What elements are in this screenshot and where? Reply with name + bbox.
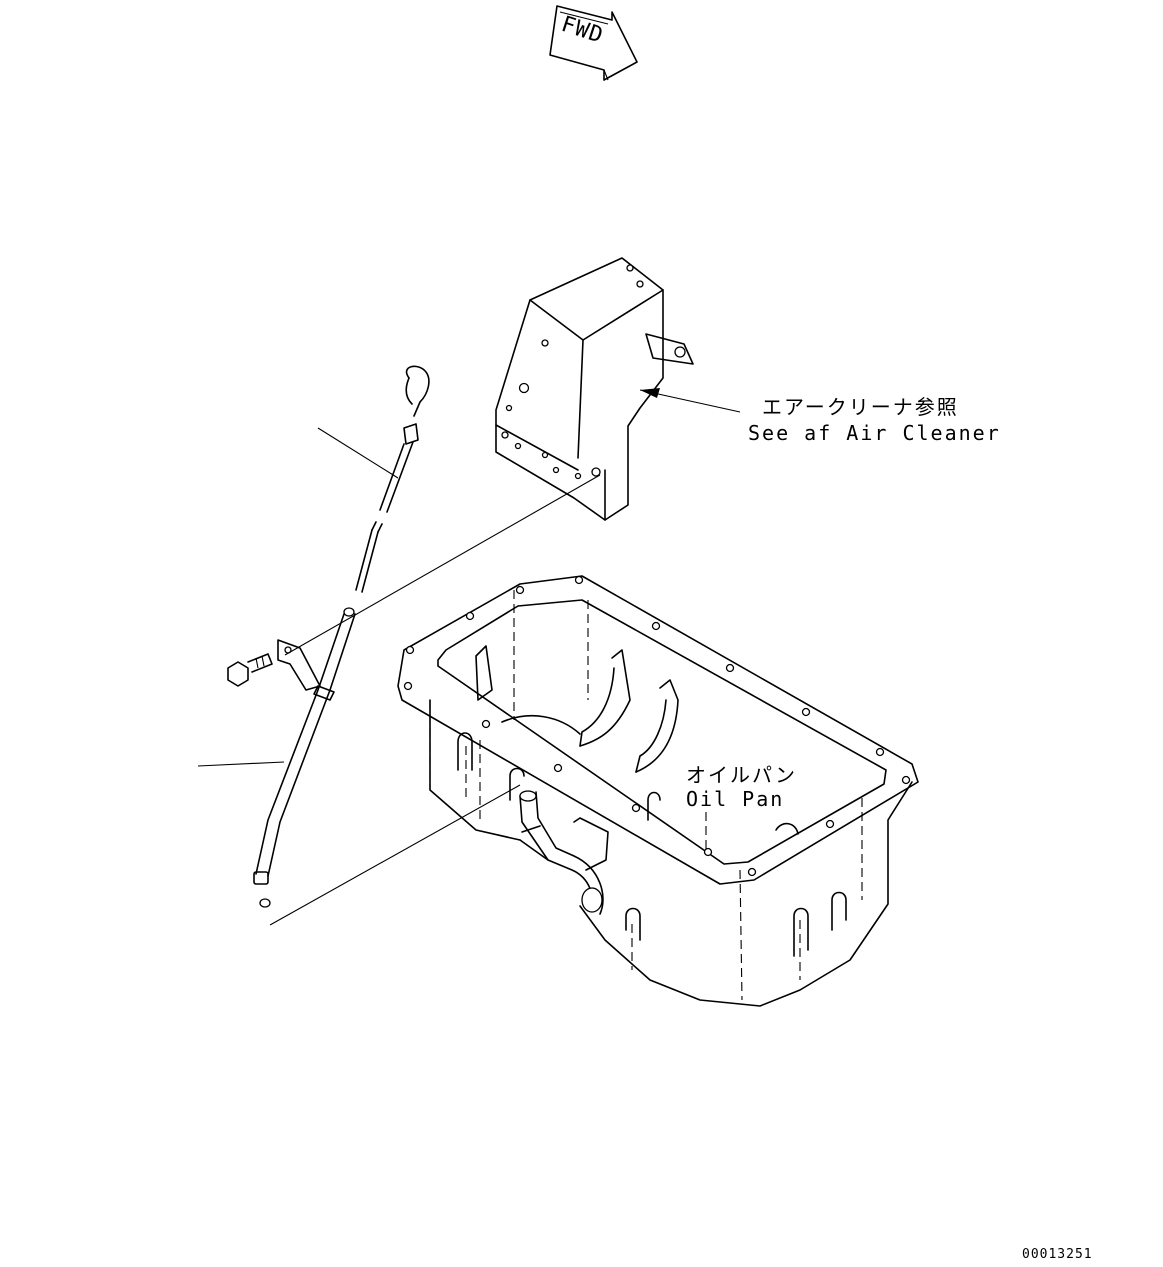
install-line-tube-pan xyxy=(269,784,521,926)
oil-pan xyxy=(397,575,919,1007)
oil-pan-callout: オイルパン Oil Pan xyxy=(686,763,797,811)
bolt xyxy=(227,653,273,687)
drawing-number: 00013251 xyxy=(1022,1247,1093,1262)
tube-leader-line xyxy=(197,761,285,767)
fwd-arrow: FWD xyxy=(549,5,638,81)
air-cleaner-bracket xyxy=(495,257,694,521)
oil-pan-label-en: Oil Pan xyxy=(686,787,784,811)
oil-pan-label-jp: オイルパン xyxy=(686,763,797,787)
dipstick-tube xyxy=(253,607,356,908)
air-cleaner-label-en: See af Air Cleaner xyxy=(748,421,1001,445)
dipstick-leader-line xyxy=(317,427,399,479)
tube-bracket xyxy=(277,639,321,691)
air-cleaner-label-jp: エアークリーナ参照 xyxy=(762,395,959,419)
install-line-tube-bracket xyxy=(284,474,601,656)
air-cleaner-callout: エアークリーナ参照 See af Air Cleaner xyxy=(639,388,1001,445)
dipstick xyxy=(355,365,430,593)
